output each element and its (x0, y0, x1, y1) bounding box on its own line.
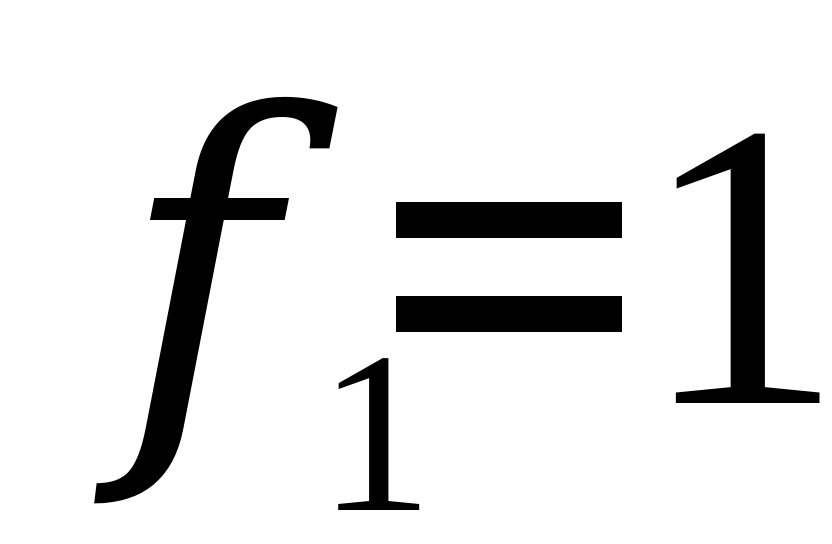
formula-value: 1 (640, 40, 832, 492)
equals-bar-bottom (396, 296, 622, 332)
formula-variable: f (120, 27, 276, 516)
equals-bar-top (396, 202, 622, 238)
formula-subscript: 1 (318, 305, 433, 544)
equals-sign-text: = (0, 0, 1, 1)
